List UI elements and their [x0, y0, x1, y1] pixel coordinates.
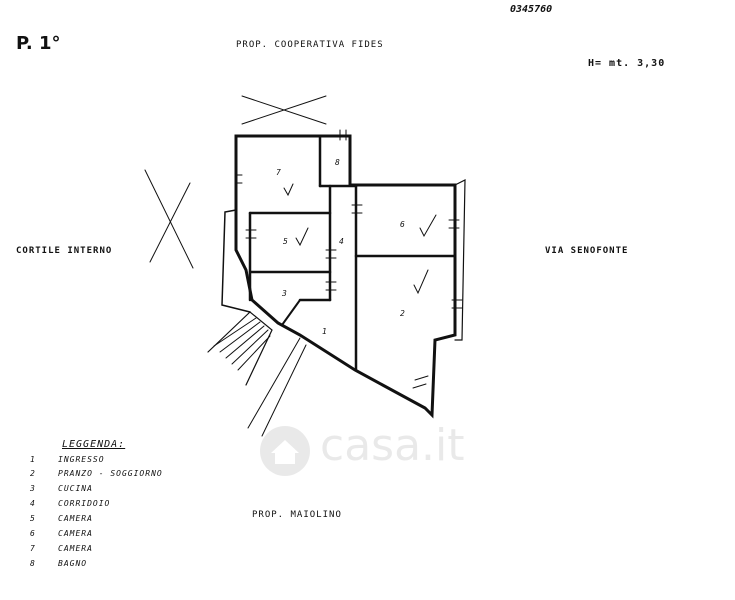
- legend-label: CAMERA: [58, 529, 93, 538]
- room-number-2: 2: [400, 309, 405, 318]
- legend-item: 3 CUCINA: [30, 484, 93, 498]
- legend-label: BAGNO: [58, 559, 88, 568]
- legend-item: 8 BAGNO: [30, 559, 87, 573]
- room-number-3: 3: [281, 289, 287, 298]
- room-number-5: 5: [283, 237, 288, 246]
- legend-item: 2 PRANZO - SOGGIORNO: [30, 469, 163, 483]
- legend-number: 5: [30, 514, 36, 523]
- watermark-text: casa.it: [320, 420, 465, 471]
- cross-mark: [144, 169, 194, 269]
- legend-number: 2: [30, 469, 36, 478]
- legend-title: LEGGENDA:: [62, 439, 126, 450]
- legend-number: 1: [30, 455, 36, 464]
- legend-number: 6: [30, 529, 36, 538]
- room-number-4: 4: [339, 237, 344, 246]
- legend-label: CORRIDOIO: [58, 499, 111, 508]
- legend-label: CAMERA: [58, 544, 93, 553]
- room-number-1: 1: [322, 327, 327, 336]
- house-icon: [260, 426, 310, 476]
- west-boundary-label: CORTILE INTERNO: [16, 246, 113, 256]
- legend-number: 3: [30, 484, 36, 493]
- room-number-7: 7: [276, 168, 281, 177]
- ceiling-height-label: H= mt. 3,30: [588, 58, 666, 69]
- room-number-8: 8: [335, 158, 340, 167]
- east-boundary-label: VIA SENOFONTE: [545, 246, 629, 256]
- south-boundary-label: PROP. MAIOLINO: [252, 510, 342, 520]
- legend-item: 6 CAMERA: [30, 529, 93, 543]
- legend-item: 7 CAMERA: [30, 544, 93, 558]
- legend-number: 7: [30, 544, 36, 553]
- legend-number: 4: [30, 499, 36, 508]
- legend-label: PRANZO - SOGGIORNO: [58, 469, 163, 478]
- legend-item: 1 INGRESSO: [30, 455, 105, 469]
- watermark: casa.it: [258, 420, 488, 480]
- legend-number: 8: [30, 559, 36, 568]
- legend-item: 5 CAMERA: [30, 514, 93, 528]
- legend-label: INGRESSO: [58, 455, 105, 464]
- document-number: 0345760: [510, 4, 553, 15]
- legend-label: CAMERA: [58, 514, 93, 523]
- room-number-6: 6: [400, 220, 405, 229]
- legend-label: CUCINA: [58, 484, 93, 493]
- legend-item: 4 CORRIDOIO: [30, 499, 110, 513]
- floor-label: P. 1°: [16, 33, 61, 54]
- north-boundary-label: PROP. COOPERATIVA FIDES: [236, 40, 384, 50]
